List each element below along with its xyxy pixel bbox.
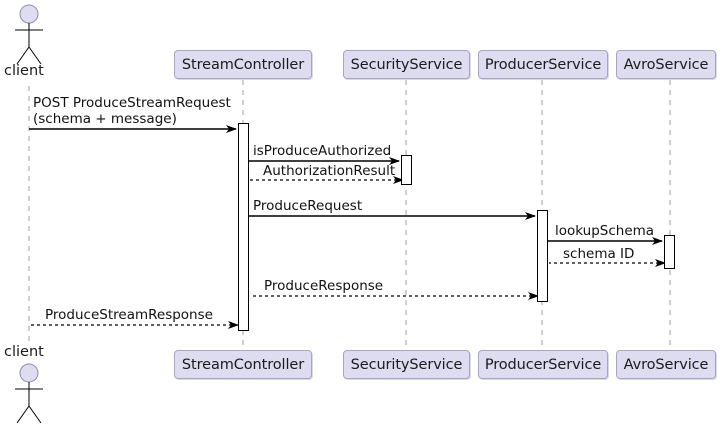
activation-streamcontroller xyxy=(238,123,249,331)
participant-avroservice-top[interactable]: AvroService xyxy=(616,50,716,79)
message-label-post-producestreamrequest-line1: POST ProduceStreamRequest xyxy=(33,95,231,111)
participant-label: AvroService xyxy=(623,56,709,73)
message-label-post-producestreamrequest-line2: (schema + message) xyxy=(33,111,177,127)
participant-label: SecurityService xyxy=(350,56,463,73)
message-label-authorizationresult: AuthorizationResult xyxy=(263,163,396,179)
message-label-producestreamresponse: ProduceStreamResponse xyxy=(45,307,213,323)
participant-avroservice-bottom[interactable]: AvroService xyxy=(616,350,716,379)
participant-label: StreamController xyxy=(181,56,305,73)
actor-client-top-figure xyxy=(15,4,43,65)
participant-streamcontroller-bottom[interactable]: StreamController xyxy=(174,350,312,379)
participant-label: SecurityService xyxy=(350,356,463,373)
participant-label: ProducerService xyxy=(484,356,602,373)
actor-label-client-top: client xyxy=(4,63,44,79)
actor-label-client-bottom: client xyxy=(4,344,44,360)
actor-client-bottom-figure xyxy=(15,363,43,424)
message-label-produceresponse: ProduceResponse xyxy=(264,278,384,294)
participant-label: AvroService xyxy=(623,356,709,373)
message-label-schema-id: schema ID xyxy=(563,246,635,262)
message-label-isproduceauthorized: isProduceAuthorized xyxy=(253,143,392,159)
message-label-lookupschema: lookupSchema xyxy=(555,223,655,239)
participant-securityservice-top[interactable]: SecurityService xyxy=(343,50,470,79)
participant-producerservice-bottom[interactable]: ProducerService xyxy=(478,350,608,379)
participant-label: ProducerService xyxy=(484,56,602,73)
participant-streamcontroller-top[interactable]: StreamController xyxy=(174,50,312,79)
activation-securityservice xyxy=(401,155,412,185)
participant-label: StreamController xyxy=(181,356,305,373)
message-label-producerequest: ProduceRequest xyxy=(253,198,363,214)
activation-producerservice xyxy=(537,210,548,302)
activation-avroservice xyxy=(664,235,675,269)
participant-securityservice-bottom[interactable]: SecurityService xyxy=(343,350,470,379)
participant-producerservice-top[interactable]: ProducerService xyxy=(478,50,608,79)
